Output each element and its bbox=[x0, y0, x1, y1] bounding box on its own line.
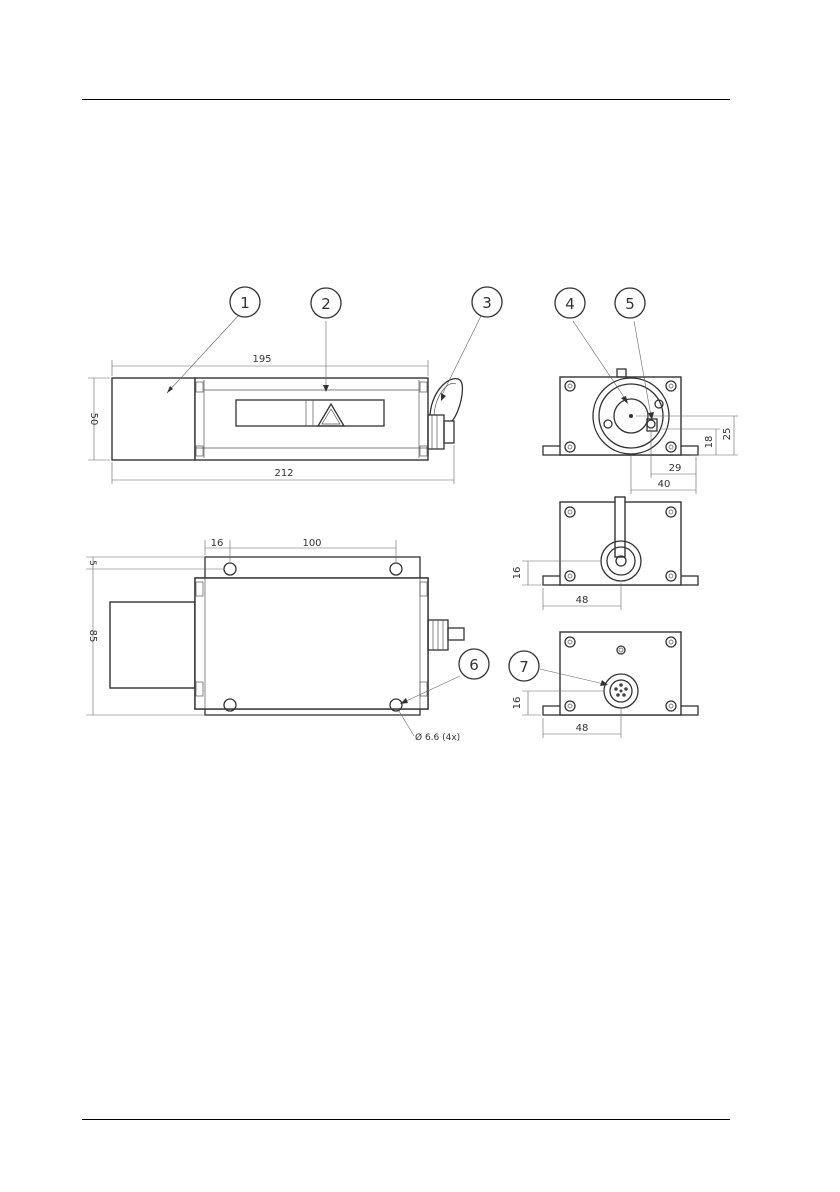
dim-16-back: 16 bbox=[512, 697, 523, 710]
callout-5: 5 bbox=[615, 288, 645, 318]
callout-4: 4 bbox=[555, 288, 585, 318]
callout-4-label: 4 bbox=[565, 295, 575, 313]
callout-7: 7 bbox=[509, 651, 539, 681]
mount-hole bbox=[390, 563, 402, 575]
dim-18: 18 bbox=[704, 436, 715, 449]
dim-48-mid: 48 bbox=[576, 595, 589, 606]
dim-16-top: 16 bbox=[211, 538, 224, 549]
dim-85: 85 bbox=[87, 630, 98, 643]
front-view: 18 25 29 40 bbox=[543, 369, 738, 494]
callout-3-label: 3 bbox=[482, 294, 492, 312]
dim-100: 100 bbox=[302, 538, 321, 549]
callout-7-label: 7 bbox=[519, 658, 529, 676]
dim-40: 40 bbox=[658, 479, 671, 490]
side-view: 195 212 50 bbox=[88, 354, 462, 484]
dim-195: 195 bbox=[252, 354, 271, 365]
dim-212: 212 bbox=[274, 468, 293, 479]
callout-3: 3 bbox=[472, 287, 502, 317]
dim-50: 50 bbox=[88, 413, 99, 426]
top-view: 16 100 5 85 Ø 6.6 (4x) bbox=[86, 538, 464, 743]
callout-1-label: 1 bbox=[240, 294, 250, 312]
callout-1: 1 bbox=[230, 287, 260, 317]
middle-end-view: 16 48 bbox=[512, 497, 698, 610]
callout-5-label: 5 bbox=[625, 295, 635, 313]
mount-hole bbox=[224, 563, 236, 575]
callout-6: 6 bbox=[459, 649, 489, 679]
callout-2: 2 bbox=[311, 288, 341, 318]
side-view-cap bbox=[112, 378, 195, 460]
callout-2-label: 2 bbox=[321, 295, 331, 313]
dim-25: 25 bbox=[722, 428, 733, 441]
hole-note: Ø 6.6 (4x) bbox=[415, 732, 460, 743]
dim-5: 5 bbox=[87, 560, 97, 566]
dim-48-back: 48 bbox=[576, 723, 589, 734]
dim-16-mid: 16 bbox=[512, 567, 523, 580]
side-connector bbox=[428, 415, 444, 449]
dim-29: 29 bbox=[669, 463, 682, 474]
callout-6-label: 6 bbox=[469, 656, 479, 674]
